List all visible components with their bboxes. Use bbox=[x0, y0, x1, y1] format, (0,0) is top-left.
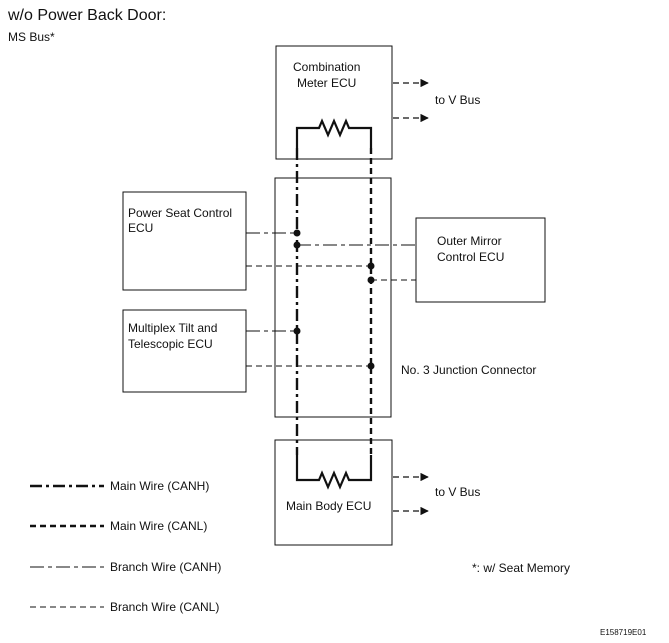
legend-main-canl-label: Main Wire (CANL) bbox=[110, 519, 208, 533]
junction-dot bbox=[293, 229, 301, 237]
power-seat-label-line2: ECU bbox=[128, 221, 154, 235]
junction-dot bbox=[367, 262, 375, 270]
seat-memory-footnote: *: w/ Seat Memory bbox=[472, 561, 571, 575]
power-seat-ecu-box bbox=[122, 191, 247, 291]
combination-meter-label-line1: Combination bbox=[293, 60, 361, 74]
legend-main-canh-label: Main Wire (CANH) bbox=[110, 479, 210, 493]
power-seat-label-line1: Power Seat Control bbox=[128, 206, 233, 220]
diagram-subtitle: MS Bus* bbox=[8, 30, 55, 44]
junction-dot bbox=[293, 241, 301, 249]
junction-dot bbox=[293, 327, 301, 335]
resistor-top bbox=[295, 118, 373, 148]
outer-mirror-label-line1: Outer Mirror bbox=[437, 234, 502, 248]
to-v-bus-label-bottom: to V Bus bbox=[435, 485, 481, 499]
junction-dot bbox=[367, 276, 375, 284]
outer-mirror-ecu-box bbox=[415, 217, 546, 303]
multiplex-tilt-label-line1: Multiplex Tilt and bbox=[128, 321, 218, 335]
junction-connector-label: No. 3 Junction Connector bbox=[401, 363, 537, 377]
main-body-ecu-box bbox=[274, 439, 393, 546]
legend-branch-canh-label: Branch Wire (CANH) bbox=[110, 560, 222, 574]
legend-branch-canl-label: Branch Wire (CANL) bbox=[110, 600, 220, 614]
multiplex-tilt-label-line2: Telescopic ECU bbox=[128, 337, 213, 351]
main-body-ecu-label: Main Body ECU bbox=[286, 499, 372, 513]
combination-meter-label-line2: Meter ECU bbox=[297, 76, 357, 90]
to-v-bus-label-top: to V Bus bbox=[435, 93, 481, 107]
junction-dots bbox=[293, 229, 375, 370]
outer-mirror-label-line2: Control ECU bbox=[437, 250, 505, 264]
resistor-bottom bbox=[295, 455, 373, 490]
diagram-title: w/o Power Back Door: bbox=[8, 7, 167, 24]
multiplex-tilt-ecu-box bbox=[122, 309, 247, 393]
junction-connector-box bbox=[274, 177, 392, 418]
junction-dot bbox=[367, 362, 375, 370]
combination-meter-ecu-box bbox=[275, 45, 393, 160]
figure-id: E158719E01 bbox=[600, 628, 647, 637]
